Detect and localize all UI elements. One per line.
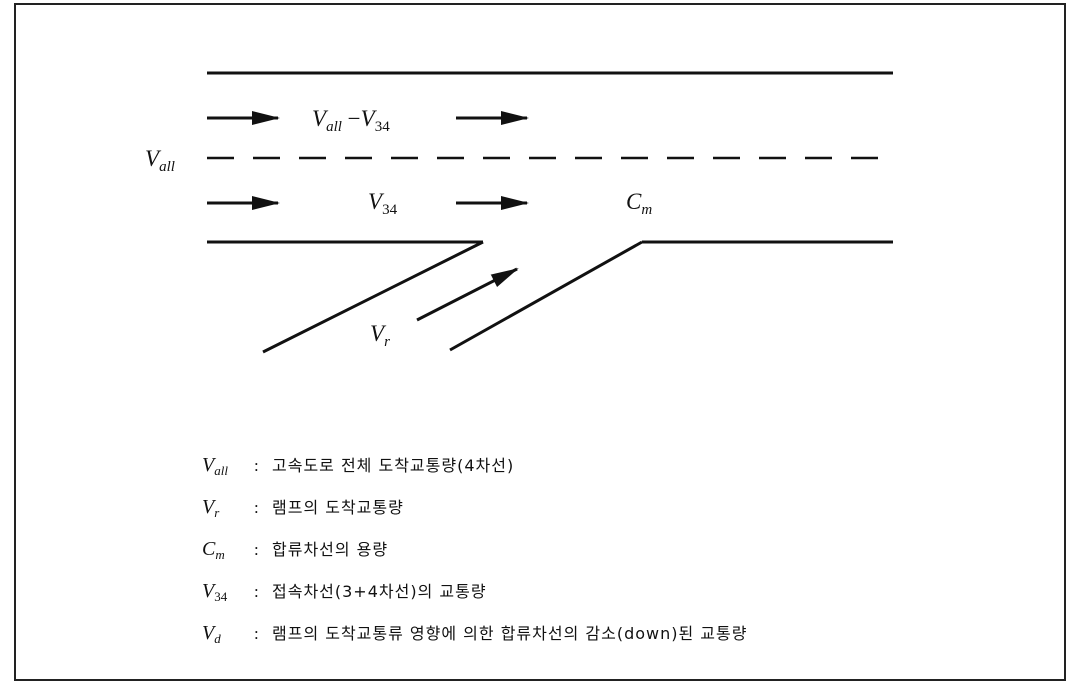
legend-colon: : — [254, 498, 259, 517]
figure-frame — [14, 3, 1066, 681]
legend-symbol: V34 — [202, 580, 228, 604]
legend-symbol: Vall — [202, 454, 228, 478]
ramp-left-edge — [262, 240, 484, 354]
legend-description: 램프의 도착교통량 — [272, 498, 404, 517]
legend-description: 고속도로 전체 도착교통량(4차선) — [272, 456, 515, 475]
upper-lane-flow-label: Vall −V34 — [312, 106, 390, 135]
legend-description: 램프의 도착교통류 영향에 의한 합류차선의 감소(down)된 교통량 — [272, 624, 748, 643]
legend-symbol: Vr — [202, 496, 220, 520]
legend-item: Vd : 램프의 도착교통류 영향에 의한 합류차선의 감소(down)된 교통… — [202, 620, 747, 646]
legend-item: Vr : 램프의 도착교통량 — [202, 494, 404, 520]
ramp-flow-label: Vr — [370, 321, 390, 350]
lower-lane-flow-label: V34 — [368, 189, 398, 218]
legend-colon: : — [254, 624, 259, 643]
merge-capacity-label: Cm — [626, 189, 653, 218]
v-all-label: Vall — [145, 146, 175, 175]
legend-item: V34 : 접속차선(3+4차선)의 교통량 — [202, 578, 487, 604]
legend-description: 접속차선(3+4차선)의 교통량 — [272, 582, 487, 601]
legend-symbol: Vd — [202, 622, 221, 646]
legend-item: Vall : 고속도로 전체 도착교통량(4차선) — [202, 452, 514, 478]
legend-description: 합류차선의 용량 — [272, 540, 389, 559]
ramp-right-edge — [449, 240, 643, 352]
legend-item: Cm : 합류차선의 용량 — [202, 536, 388, 562]
legend-colon: : — [254, 540, 259, 559]
ramp-arrow — [416, 267, 519, 322]
legend-colon: : — [254, 582, 259, 601]
legend-symbol: Cm — [202, 538, 225, 562]
legend-colon: : — [254, 456, 259, 475]
